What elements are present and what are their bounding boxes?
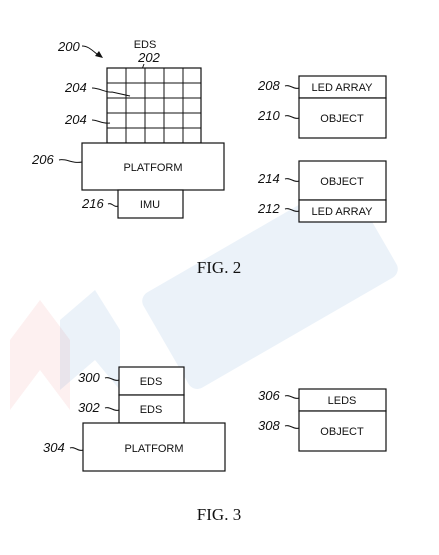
figure-3: 300 EDS 302 EDS 304 PLATFORM 306 LEDS 30…: [43, 366, 387, 524]
eds-title: EDS: [134, 39, 157, 51]
ref-304-leader: [69, 447, 84, 451]
eds-box-top: [118, 366, 185, 396]
object-label-bottom: OBJECT: [320, 176, 364, 188]
ref-204-upper: 204: [64, 80, 87, 95]
ref-212-leader: [284, 208, 300, 212]
ref-206: 206: [31, 152, 54, 167]
platform-box-fig3: [82, 422, 226, 472]
fig-3-caption: FIG. 3: [197, 505, 241, 524]
ref-308: 308: [258, 418, 280, 433]
ref-204-lower-leader: [91, 119, 111, 124]
ref-216: 216: [81, 196, 104, 211]
ref-308-leader: [284, 425, 300, 429]
arrow-head-icon: [95, 51, 103, 58]
ref-204-lower: 204: [64, 112, 87, 127]
ref-204-upper-leader: [91, 87, 131, 97]
ref-214: 214: [257, 171, 280, 186]
ref-210-leader: [284, 115, 300, 119]
ref-300: 300: [78, 370, 100, 385]
eds-label-bottom: EDS: [140, 404, 163, 416]
ref-206-leader: [58, 159, 83, 163]
ref-216-leader: [107, 203, 119, 207]
eds-label-top: EDS: [140, 376, 163, 388]
fig-2-caption: FIG. 2: [197, 258, 241, 277]
leds-label: LEDS: [328, 395, 357, 407]
led-array-label-top: LED ARRAY: [312, 82, 374, 94]
object-label-fig3: OBJECT: [320, 426, 364, 438]
ref-200-arrow: [81, 45, 99, 56]
platform-label-fig3: PLATFORM: [124, 443, 183, 455]
ref-300-leader: [104, 377, 120, 381]
ref-304: 304: [43, 440, 65, 455]
led-array-box-bottom: [298, 199, 387, 223]
ref-306: 306: [258, 388, 280, 403]
ref-302-leader: [104, 407, 120, 411]
imu-box: [117, 189, 184, 219]
watermark: [10, 181, 398, 410]
object-box-fig3: [298, 410, 387, 452]
imu-label: IMU: [140, 199, 160, 211]
ref-200: 200: [57, 39, 80, 54]
ref-306-leader: [284, 395, 300, 399]
ref-208: 208: [257, 78, 280, 93]
platform-label: PLATFORM: [123, 162, 182, 174]
ref-202: 202: [137, 50, 160, 65]
led-array-label-bottom: LED ARRAY: [312, 206, 374, 218]
object-box-bottom: [298, 160, 387, 201]
ref-208-leader: [284, 85, 300, 89]
eds-pixel-grid: [106, 67, 202, 144]
object-box-top: [298, 97, 387, 139]
ref-210: 210: [257, 108, 280, 123]
ref-212: 212: [257, 201, 280, 216]
ref-214-leader: [284, 178, 300, 182]
ref-302: 302: [78, 400, 100, 415]
figure-2: 200 EDS 202 204 204 206 PLATFORM 2: [31, 39, 387, 277]
platform-box: [81, 142, 225, 191]
object-label-top: OBJECT: [320, 113, 364, 125]
